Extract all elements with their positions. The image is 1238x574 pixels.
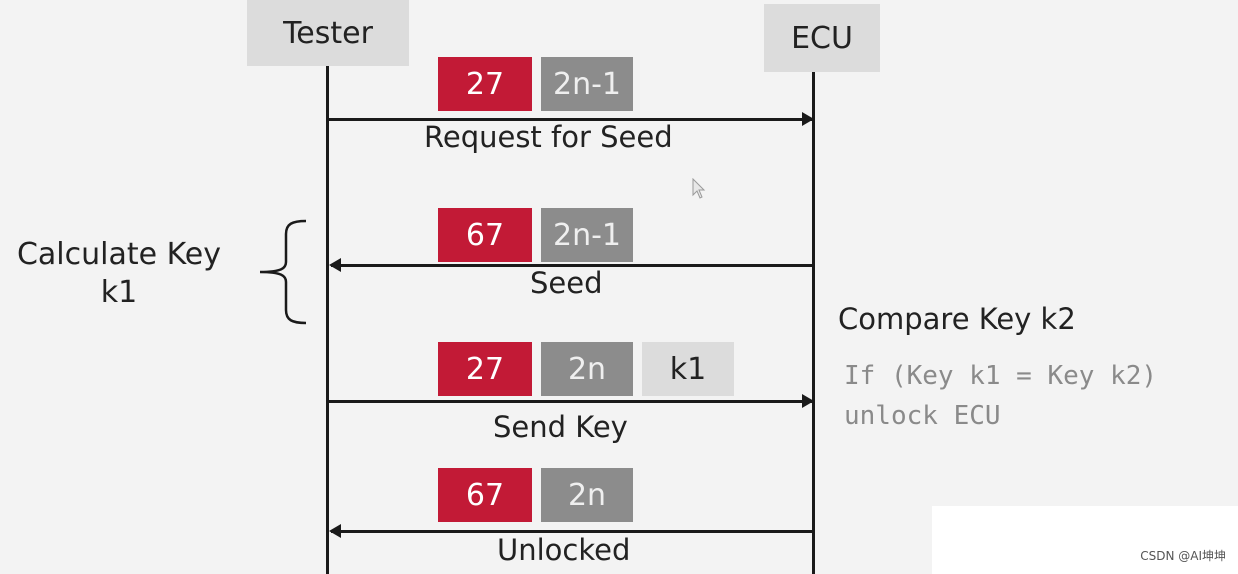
message-4-subfunction-byte: 2n xyxy=(541,468,633,522)
participant-tester: Tester xyxy=(247,0,409,66)
arrow-request-for-seed xyxy=(329,112,814,126)
curly-brace-icon xyxy=(259,219,307,325)
message-4-label: Unlocked xyxy=(497,533,631,567)
compare-key-title: Compare Key k2 xyxy=(838,302,1076,336)
message-2-label: Seed xyxy=(530,266,603,300)
calculate-key-line2: k1 xyxy=(100,275,138,310)
arrow-send-key xyxy=(329,394,814,408)
compare-key-code-line2: unlock ECU xyxy=(844,401,1001,431)
message-1-label: Request for Seed xyxy=(424,120,673,154)
message-3-subfunction-byte: 2n xyxy=(541,342,633,396)
watermark-text: CSDN @AI坤坤 xyxy=(1140,549,1226,563)
message-2-subfunction-byte: 2n-1 xyxy=(541,208,633,262)
calculate-key-line1: Calculate Key xyxy=(16,237,222,272)
compare-key-code-line1: If (Key k1 = Key k2) xyxy=(844,361,1158,391)
participant-ecu: ECU xyxy=(764,4,880,72)
message-3-label: Send Key xyxy=(493,410,628,444)
message-3-key-byte: k1 xyxy=(642,342,734,396)
message-4-sid-byte: 67 xyxy=(438,468,532,522)
message-1-subfunction-byte: 2n-1 xyxy=(541,57,633,111)
arrow-seed xyxy=(329,258,812,272)
message-1-sid-byte: 27 xyxy=(438,57,532,111)
watermark-area: CSDN @AI坤坤 xyxy=(932,506,1238,574)
arrow-unlocked xyxy=(329,524,812,538)
mouse-cursor-icon xyxy=(692,178,706,199)
calculate-key-note: Calculate Key k1 xyxy=(6,236,232,312)
message-2-sid-byte: 67 xyxy=(438,208,532,262)
lifeline-tester xyxy=(326,66,329,574)
lifeline-ecu xyxy=(812,72,815,574)
message-3-sid-byte: 27 xyxy=(438,342,532,396)
